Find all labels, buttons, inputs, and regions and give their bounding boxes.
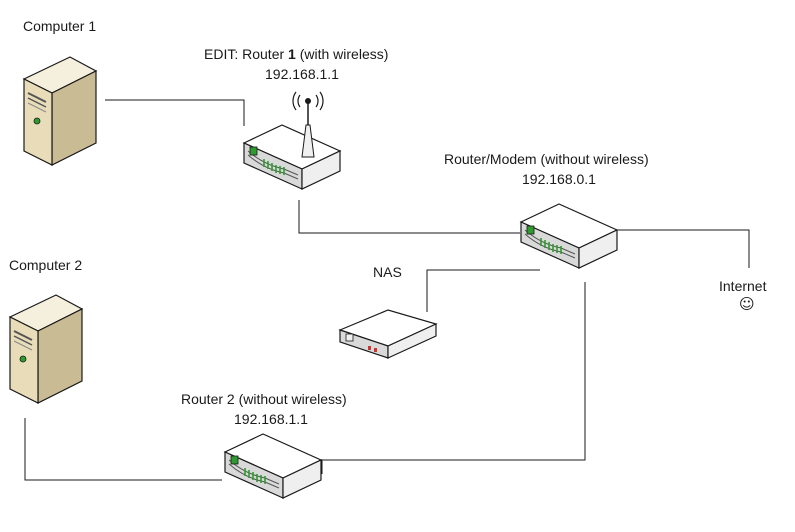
computer2-tower-icon	[9, 294, 83, 404]
link-computer1-router1	[105, 99, 245, 126]
computer2-label: Computer 2	[9, 257, 83, 273]
link-routermodem-router2	[321, 282, 586, 474]
router-modem-icon	[520, 203, 618, 269]
router1-label-prefix: EDIT: Router	[204, 46, 289, 62]
smiley-icon: ☺	[739, 295, 755, 313]
nas-label: NAS	[373, 264, 402, 280]
link-computer2-router2	[24, 418, 222, 481]
router2-label: Router 2 (without wireless)	[181, 391, 347, 407]
router2-ip: 192.168.1.1	[234, 411, 308, 427]
wireless-antenna-icon	[292, 91, 324, 158]
router1-label-number: 1	[288, 46, 296, 62]
router1-label: EDIT: Router 1 (with wireless)	[204, 45, 388, 63]
computer1-tower-icon	[23, 56, 97, 166]
computer1-label: Computer 1	[23, 18, 97, 34]
link-router1-routermodem	[298, 200, 520, 234]
internet-label: Internet	[719, 278, 767, 294]
router1-icon	[243, 91, 341, 190]
router2-icon	[224, 433, 322, 499]
router1-label-suffix: (with wireless)	[295, 46, 389, 62]
nas-icon	[338, 309, 438, 359]
router-modem-ip: 192.168.0.1	[522, 171, 596, 187]
router-modem-label: Router/Modem (without wireless)	[444, 151, 649, 167]
router1-ip: 192.168.1.1	[265, 66, 339, 82]
link-routermodem-internet	[618, 229, 750, 268]
link-nas-routermodem	[426, 269, 540, 312]
